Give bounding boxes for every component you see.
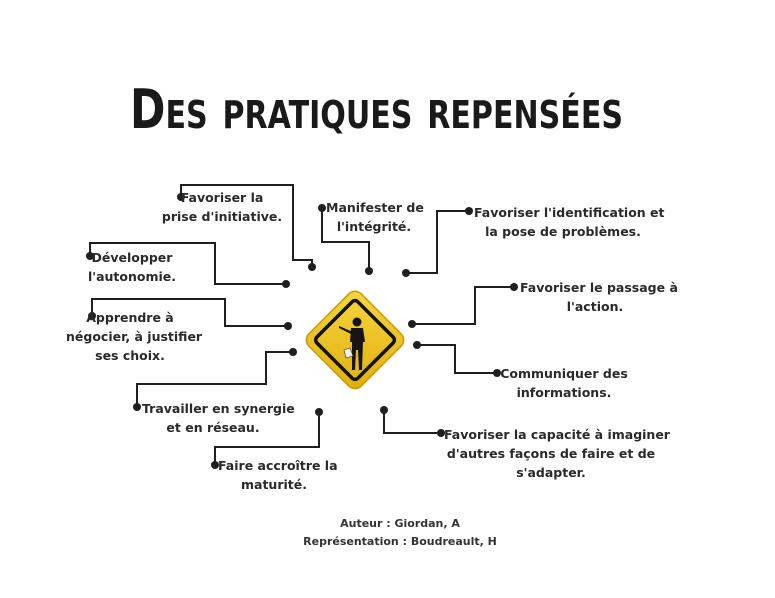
connector-line bbox=[321, 208, 370, 271]
connector-dot bbox=[315, 408, 323, 416]
credit-author: Auteur : Giordan, A bbox=[340, 517, 460, 530]
connector-dot bbox=[318, 204, 326, 212]
connector-dot bbox=[289, 348, 297, 356]
connector-line bbox=[412, 286, 514, 325]
connector-dot bbox=[133, 403, 141, 411]
connector-dot bbox=[88, 312, 96, 320]
warning-sign-teacher-icon bbox=[305, 290, 405, 390]
connector-line bbox=[417, 344, 497, 374]
connector-line bbox=[91, 298, 288, 327]
credits: Auteur : Giordan, A Représentation : Bou… bbox=[250, 515, 550, 551]
connector-dot bbox=[465, 207, 473, 215]
connector-line bbox=[383, 410, 441, 434]
connector-dot bbox=[308, 263, 316, 271]
connector-line bbox=[180, 184, 313, 267]
connector-line bbox=[214, 412, 320, 465]
credit-representation: Représentation : Boudreault, H bbox=[303, 535, 497, 548]
connector-line bbox=[89, 242, 286, 285]
connector-line bbox=[136, 351, 293, 407]
connector-dot bbox=[408, 320, 416, 328]
connector-dot bbox=[282, 280, 290, 288]
connector-dot bbox=[177, 193, 185, 201]
connector-dot bbox=[413, 341, 421, 349]
connector-dot bbox=[211, 461, 219, 469]
page-title: Des pratiques repensées bbox=[130, 78, 623, 140]
connector-dot bbox=[493, 369, 501, 377]
connector-dot bbox=[437, 429, 445, 437]
connector-dot bbox=[510, 283, 518, 291]
svg-text:Des pratiques repensées: Des pratiques repensées bbox=[130, 78, 623, 140]
connector-line bbox=[406, 210, 469, 274]
connector-dot bbox=[380, 406, 388, 414]
connector-dot bbox=[402, 269, 410, 277]
connector-dot bbox=[86, 252, 94, 260]
connector-dot bbox=[284, 322, 292, 330]
connector-dot bbox=[365, 267, 373, 275]
